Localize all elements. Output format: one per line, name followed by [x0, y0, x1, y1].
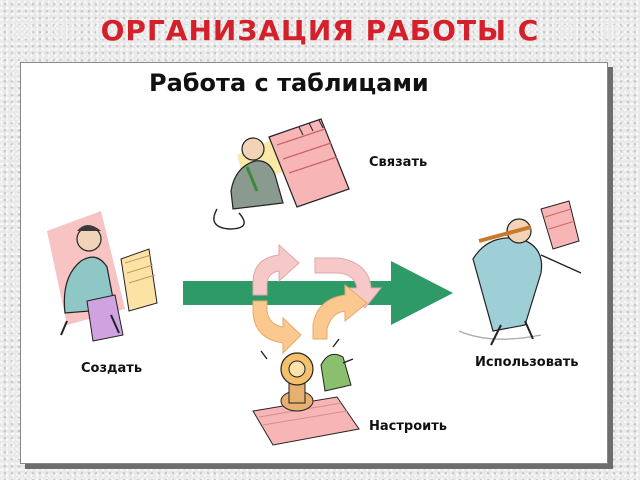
label-link: Связать: [369, 155, 428, 170]
link-figure-illustration: [213, 118, 350, 230]
curved-arrow-up-left: [252, 243, 300, 296]
configure-figure-illustration: [252, 338, 360, 446]
curved-arrow-down-left: [252, 300, 302, 355]
curved-arrow-down-right: [312, 283, 368, 340]
diagram-artwork: [47, 118, 582, 446]
label-configure: Настроить: [369, 419, 447, 434]
create-figure-illustration: [47, 211, 158, 342]
slide-title: ОРГАНИЗАЦИЯ РАБОТЫ С: [100, 14, 540, 47]
diagram-panel: Работа с таблицами: [20, 62, 608, 464]
panel-title: Работа с таблицами: [149, 69, 429, 97]
label-use: Использовать: [475, 355, 579, 370]
use-figure-illustration: [458, 200, 582, 346]
label-create: Создать: [81, 361, 143, 376]
